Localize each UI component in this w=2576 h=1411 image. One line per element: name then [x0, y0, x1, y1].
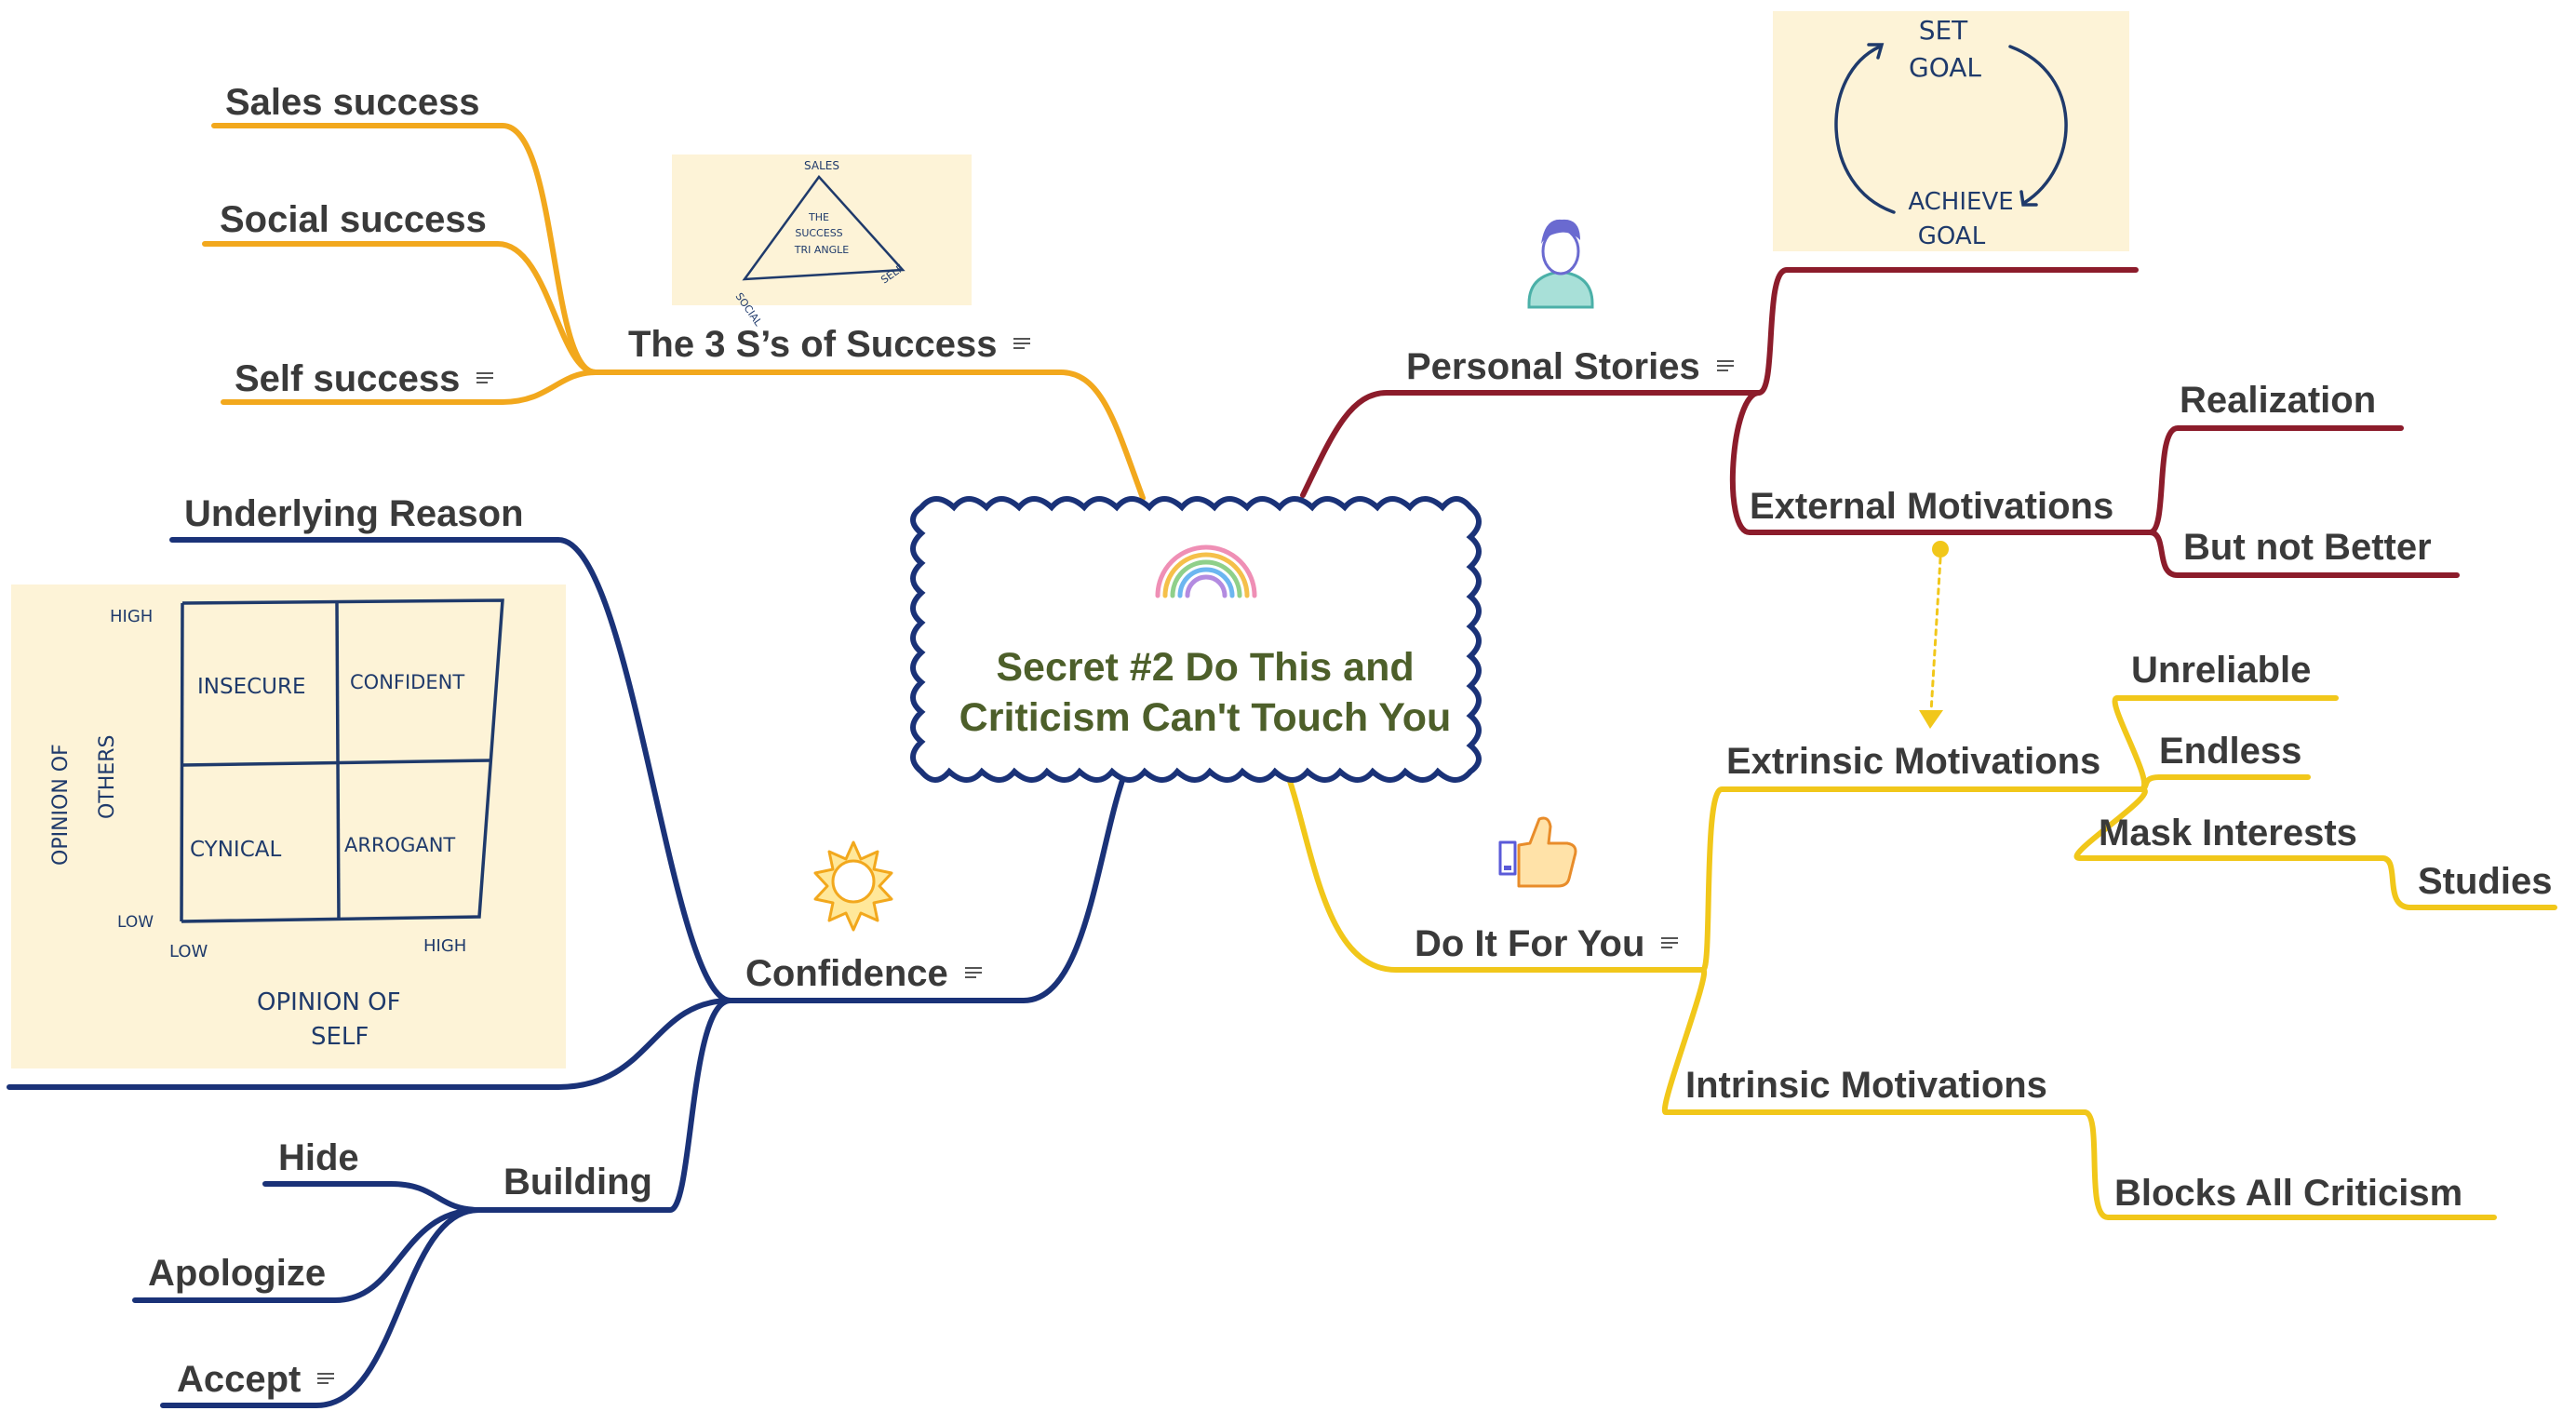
sketch-confident-text: CONFIDENT — [350, 671, 464, 693]
subtopic-realization[interactable]: Realization — [2180, 380, 2377, 421]
branch-three-s-connectors — [202, 123, 1146, 501]
note-icon[interactable] — [317, 1373, 335, 1387]
sketch-set-text: SET — [1919, 15, 1968, 46]
sketch-achieve-text: ACHIEVE — [1908, 188, 2013, 216]
sketch-triangle-text: TRI ANGLE — [794, 244, 850, 256]
topic-label: The 3 S’s of Success — [628, 324, 998, 365]
topic-label: Self success — [235, 358, 461, 399]
sketch-success-text: SUCCESS — [795, 227, 842, 239]
note-icon[interactable] — [1013, 338, 1031, 352]
topic-do-it-for-you[interactable]: Do It For You — [1415, 923, 1679, 964]
sketch-axis-x2-text: SELF — [311, 1023, 369, 1051]
branch-do-it-connectors — [1281, 695, 2557, 1220]
subtopic-but-not-better[interactable]: But not Better — [2183, 527, 2432, 568]
note-icon[interactable] — [964, 967, 982, 981]
sketch-high-top-text: HIGH — [110, 607, 153, 626]
sketch-axis-y2-text: OTHERS — [96, 735, 119, 819]
subtopic-apologize[interactable]: Apologize — [148, 1253, 327, 1294]
central-topic-line-1: Secret #2 Do This and — [996, 645, 1415, 690]
subtopic-building[interactable]: Building — [503, 1162, 652, 1203]
subtopic-unreliable[interactable]: Unreliable — [2131, 650, 2312, 691]
goal-cycle-sketch: SET GOAL ACHIEVE GOAL — [1773, 11, 2129, 251]
central-topic-title[interactable]: Secret #2 Do This and Criticism Can't To… — [921, 642, 1489, 743]
thumbs-up-icon — [1498, 816, 1577, 888]
sketch-cynical-text: CYNICAL — [190, 838, 281, 862]
subtopic-endless[interactable]: Endless — [2159, 731, 2302, 772]
sketch-goal-text-2: GOAL — [1918, 222, 1986, 250]
branch-confidence-connectors — [7, 537, 1131, 1408]
note-icon[interactable] — [476, 372, 494, 386]
sketch-high-right-text: HIGH — [423, 936, 466, 956]
topic-confidence[interactable]: Confidence — [745, 955, 982, 992]
person-icon — [1527, 219, 1594, 309]
sketch-axis-y1-text: OPINION OF — [49, 744, 73, 866]
topic-personal-stories[interactable]: Personal Stories — [1406, 348, 1734, 385]
topic-label: Confidence — [745, 953, 948, 994]
subtopic-self-success[interactable]: Self success — [235, 358, 494, 399]
branch-personal-connectors — [1300, 267, 2460, 578]
subtopic-external-motivations[interactable]: External Motivations — [1750, 486, 2114, 527]
subtopic-underlying-reason[interactable]: Underlying Reason — [184, 493, 524, 534]
subtopic-hide[interactable]: Hide — [278, 1137, 359, 1178]
subtopic-extrinsic-motivations[interactable]: Extrinsic Motivations — [1726, 741, 2101, 782]
subtopic-intrinsic-motivations[interactable]: Intrinsic Motivations — [1685, 1065, 2047, 1106]
sketch-low-bottom-text: LOW — [169, 942, 208, 961]
subtopic-studies[interactable]: Studies — [2418, 861, 2553, 902]
sketch-arrogant-text: ARROGANT — [344, 834, 455, 856]
sketch-goal-text: GOAL — [1909, 52, 1981, 83]
relationship-arrow — [1919, 541, 1949, 729]
sun-icon — [813, 840, 893, 932]
sketch-insecure-text: INSECURE — [197, 675, 306, 699]
success-triangle-sketch: SALES THE SUCCESS TRI ANGLE SOCIAL SELF — [672, 155, 972, 329]
sketch-the-text: THE — [808, 211, 829, 223]
sketch-low-left-text: LOW — [117, 913, 154, 932]
central-topic-line-2: Criticism Can't Touch You — [959, 695, 1452, 740]
topic-label: Do It For You — [1415, 923, 1645, 964]
subtopic-blocks-all-criticism[interactable]: Blocks All Criticism — [2114, 1173, 2463, 1214]
topic-label: Personal Stories — [1406, 346, 1700, 387]
subtopic-mask-interests[interactable]: Mask Interests — [2099, 813, 2357, 853]
sketch-axis-x1-text: OPINION OF — [257, 988, 401, 1016]
topic-three-s-of-success[interactable]: The 3 S’s of Success — [628, 324, 1031, 365]
note-icon[interactable] — [1661, 937, 1679, 951]
topic-label: Accept — [177, 1359, 302, 1400]
sketch-sales-text: SALES — [804, 159, 839, 172]
confidence-quadrant-sketch: HIGH LOW LOW HIGH INSECURE CONFIDENT CYN… — [11, 585, 566, 1068]
note-icon[interactable] — [1716, 360, 1734, 374]
rainbow-icon — [1155, 544, 1257, 598]
subtopic-accept[interactable]: Accept — [177, 1359, 335, 1400]
subtopic-sales-success[interactable]: Sales success — [225, 82, 480, 123]
central-node[interactable] — [910, 496, 1482, 783]
subtopic-social-success[interactable]: Social success — [220, 199, 487, 240]
